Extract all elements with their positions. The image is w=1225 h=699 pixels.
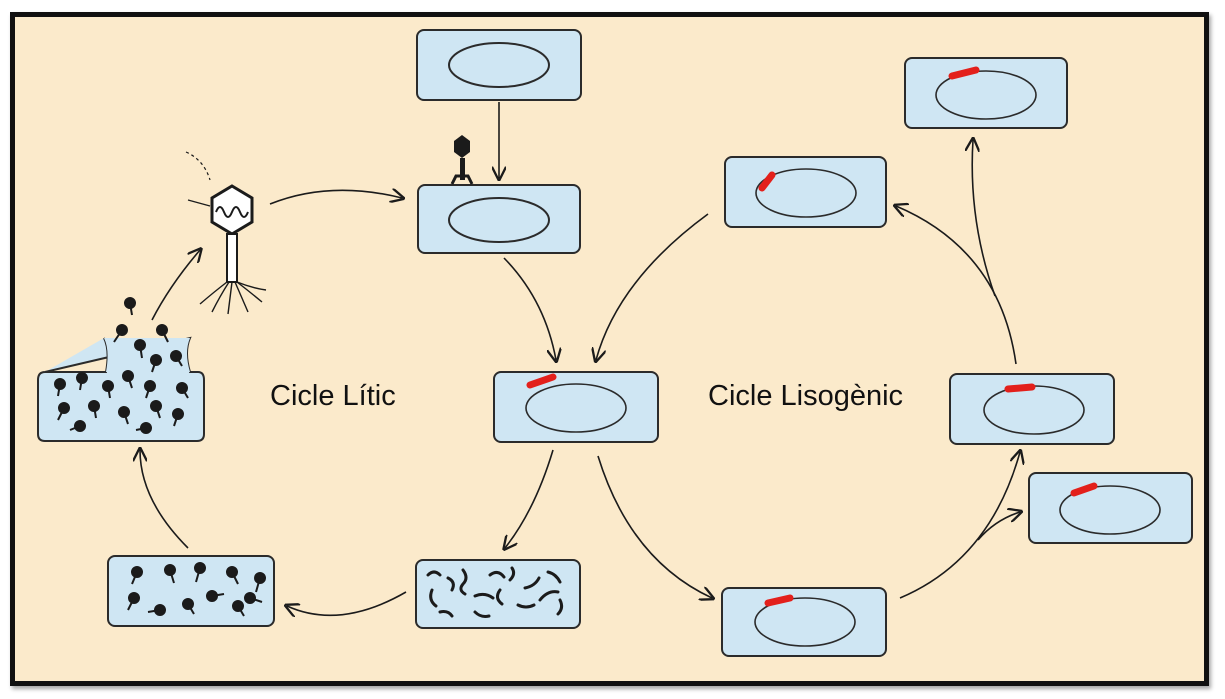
phage-dna-fragments: [426, 566, 564, 618]
prophage-segment: [1004, 383, 1036, 393]
bacterium-lysogen-divided-b: [1028, 472, 1193, 544]
attached-phage-icon: [450, 135, 474, 185]
bacterium-lysogen-divided-a: [949, 373, 1115, 445]
bacterium-lysogen-top-right: [904, 57, 1068, 129]
bacterium-prophage-induction: [724, 156, 887, 228]
arrow-inject-to-lysogen: [597, 455, 712, 598]
bacterium-phage-assembly: [107, 555, 275, 627]
prophage-segment: [1070, 482, 1098, 497]
bacterium-lysogen: [721, 587, 887, 657]
arrow-induction-to-inject: [596, 213, 709, 360]
bacterium-dna-replication: [415, 559, 581, 629]
arrow-attach-to-inject: [503, 257, 556, 360]
prophage-segment: [948, 66, 980, 80]
lytic-cycle-label: Cicle Lític: [270, 380, 396, 412]
bacterium-phage-dna-injected: [493, 371, 659, 443]
prophage-segment: [764, 594, 794, 607]
arrow-lysogen-to-division-b: [977, 512, 1020, 541]
bacterium-lysis: [37, 297, 205, 442]
arrow-lysis-to-phage: [151, 250, 200, 321]
arrow-phage-to-attach: [269, 190, 402, 205]
bacterium-phage-attached: [417, 135, 581, 254]
released-phages: [54, 297, 189, 434]
arrow-inject-to-replication: [505, 449, 554, 548]
arrow-division-to-induction: [896, 206, 1017, 365]
phage-dna-segment: [526, 373, 557, 389]
bacterium-uninfected: [416, 29, 582, 101]
new-phages-inside: [127, 562, 266, 617]
free-bacteriophage-icon: [185, 151, 267, 315]
arrow-division-to-top-right: [972, 140, 996, 297]
prophage-segment: [758, 171, 776, 192]
arrow-replication-to-assembly: [287, 591, 407, 615]
arrow-lysogen-to-division: [899, 452, 1020, 599]
cycle-arrows: [140, 102, 1020, 615]
lysogenic-cycle-label: Cicle Lisogènic: [708, 380, 904, 412]
arrow-assembly-to-lysis: [140, 450, 189, 549]
